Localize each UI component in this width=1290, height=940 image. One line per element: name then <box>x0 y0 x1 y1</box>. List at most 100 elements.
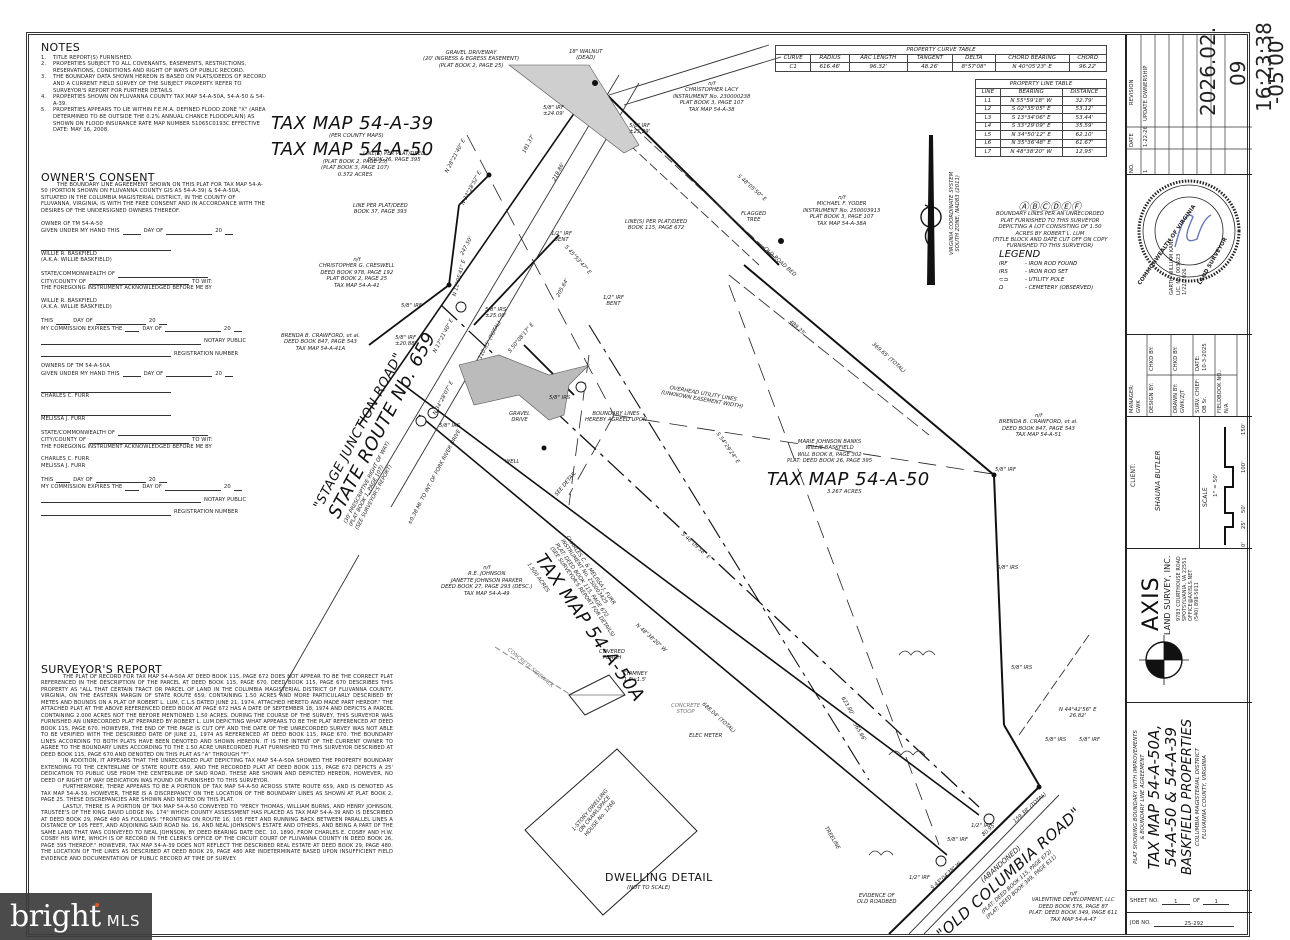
owner1-name: WILLIE R. BASKFIELD <box>41 250 97 257</box>
tax-map-54-a-50-top-label: TAX MAP 54-A-50 <box>271 139 434 160</box>
note-item: 2.PROPERTIES SUBJECT TO ALL COVENANTS, E… <box>41 61 247 74</box>
notary-month-field[interactable] <box>95 319 146 325</box>
county-field[interactable] <box>89 279 190 286</box>
month-field-2[interactable] <box>166 371 213 378</box>
legend-item: ⊂⊐- UTILITY POLE <box>999 277 1065 283</box>
notary-day-field[interactable] <box>56 319 71 325</box>
scale-bar-icon <box>1224 427 1234 545</box>
project-title: TAX MAP 54-A-50A, <box>1145 724 1164 870</box>
company-name: AXIS <box>1139 576 1164 631</box>
revision-block: NO. DATE REVISION 1 1-22-26 UPDATE OWNER… <box>1127 35 1252 175</box>
note-item: 1.TITLE REPORT(S) FURNISHED. <box>41 54 133 61</box>
owner1-aka: (A.K.A. WILLIE BASKFIELD) <box>41 257 112 264</box>
crawford-41a-label: BRENDA B. CRAWFORD, et al.DEED BOOK 847,… <box>281 333 360 352</box>
year-field[interactable] <box>225 229 234 235</box>
signature-line-melissa[interactable] <box>41 404 171 417</box>
state-field[interactable] <box>118 272 209 278</box>
report-paragraph: THE PLAT OF RECORD FOR TAX MAP 54-A-50A … <box>41 673 393 758</box>
north-arrow-icon <box>920 135 942 285</box>
county-field-2[interactable] <box>89 438 190 444</box>
consent-heading: OWNER'S CONSENT <box>41 171 155 184</box>
day-field[interactable] <box>122 229 141 235</box>
notes-list: 1.TITLE REPORT(S) FURNISHED. 2.PROPERTIE… <box>41 55 269 134</box>
notary-signature-field[interactable] <box>41 339 201 345</box>
legend-item: IRS- IRON ROD SET <box>999 269 1068 275</box>
legend-item: IRF- IRON ROD FOUND <box>999 261 1078 267</box>
signature-timestamp-date: 2026.02. <box>1196 26 1220 116</box>
job-number: JOB NO.25-292 <box>1127 913 1252 934</box>
walnut-label: 18" WALNUT(DEAD) <box>569 49 603 62</box>
notary-month-field-2[interactable] <box>95 477 146 484</box>
notary-day-field-2[interactable] <box>56 477 71 484</box>
notary-year-field[interactable] <box>158 319 167 325</box>
bright-mls-watermark: bright MLS <box>0 893 152 940</box>
seal-icon <box>1137 179 1241 283</box>
notes-heading: NOTES <box>41 41 81 54</box>
survey-plat-sheet: NOTES 1.TITLE REPORT(S) FURNISHED. 2.PRO… <box>26 32 1252 940</box>
owner1-label: OWNER OF TM 54-A-50 <box>41 220 103 227</box>
year-field-2[interactable] <box>225 371 234 378</box>
state-field-2[interactable] <box>118 430 209 437</box>
report-paragraph: FURTHERMORE, THERE APPEARS TO BE A PORTI… <box>41 784 393 804</box>
signature-line-charles[interactable] <box>41 381 171 394</box>
legend-item: Ω- CEMETERY (OBSERVED) <box>999 285 1094 291</box>
expires-day-field[interactable] <box>125 326 140 333</box>
expires-year-field[interactable] <box>233 326 242 333</box>
notes-section: NOTES 1.TITLE REPORT(S) FURNISHED. 2.PRO… <box>41 41 269 134</box>
plat-drawing <box>278 44 1090 934</box>
registration-number-field-2[interactable] <box>41 510 171 516</box>
expires-month-field-2[interactable] <box>164 485 221 491</box>
owner2-label: OWNERS OF TM 54-A-50A <box>41 363 110 370</box>
note-item: 3.THE BOUNDARY DATA SHOWN HEREON IS BASE… <box>41 74 267 94</box>
project-title-block: PLAT SHOWING BOUNDARY WITH IMPROVEMENTS … <box>1127 703 1252 891</box>
surveyors-report-section: SURVEYOR'S REPORT THE PLAT OF RECORD FOR… <box>41 664 393 862</box>
day-field-2[interactable] <box>122 371 141 378</box>
legend: LEGEND IRF- IRON ROD FOUND IRS- IRON ROD… <box>999 249 1129 292</box>
month-field[interactable] <box>166 229 213 235</box>
tax-map-54-a-50-main-label: TAX MAP 54-A-50 <box>767 469 930 490</box>
registration-number-field[interactable] <box>41 351 171 358</box>
notary-year-field-2[interactable] <box>158 477 167 484</box>
expires-month-field[interactable] <box>164 326 221 333</box>
gravel-driveway-label: GRAVEL DRIVEWAY(20' INGRESS & EGRESS EAS… <box>423 50 520 69</box>
personnel-block: MANAGER:GWK DESIGN BY: CHKD BY: DRAWN BY… <box>1127 335 1252 417</box>
notary-signature-field-2[interactable] <box>41 497 201 504</box>
report-paragraph: LASTLY, THERE IS A PORTION OF TAX MAP 54… <box>41 803 393 862</box>
tax-map-54-a-39-label: TAX MAP 54-A-39 <box>271 113 434 134</box>
company-block: AXIS LAND SURVEY, INC. 9783 COURTHOUSE R… <box>1127 549 1252 703</box>
client-name: SHAUNA BUTLER <box>1154 450 1162 511</box>
expires-day-field-2[interactable] <box>125 485 140 491</box>
client-scale-block: CLIENT: SHAUNA BUTLER SCALE 1" = 50' 0' … <box>1127 417 1252 549</box>
note-item: 4.PROPERTIES SHOWN ON FLUVANNA COUNTY TA… <box>41 94 265 107</box>
dwelling-detail-title: DWELLING DETAIL <box>605 871 713 884</box>
report-paragraph: IN ADDITION, IT APPEARS THAT THE UNRECOR… <box>41 758 393 784</box>
cemetery-icon: Ω <box>999 285 1004 291</box>
signature-line-baskfield[interactable] <box>41 239 171 251</box>
title-block: NO. DATE REVISION 1 1-22-26 UPDATE OWNER… <box>1125 35 1252 934</box>
expires-year-field-2[interactable] <box>233 485 242 491</box>
